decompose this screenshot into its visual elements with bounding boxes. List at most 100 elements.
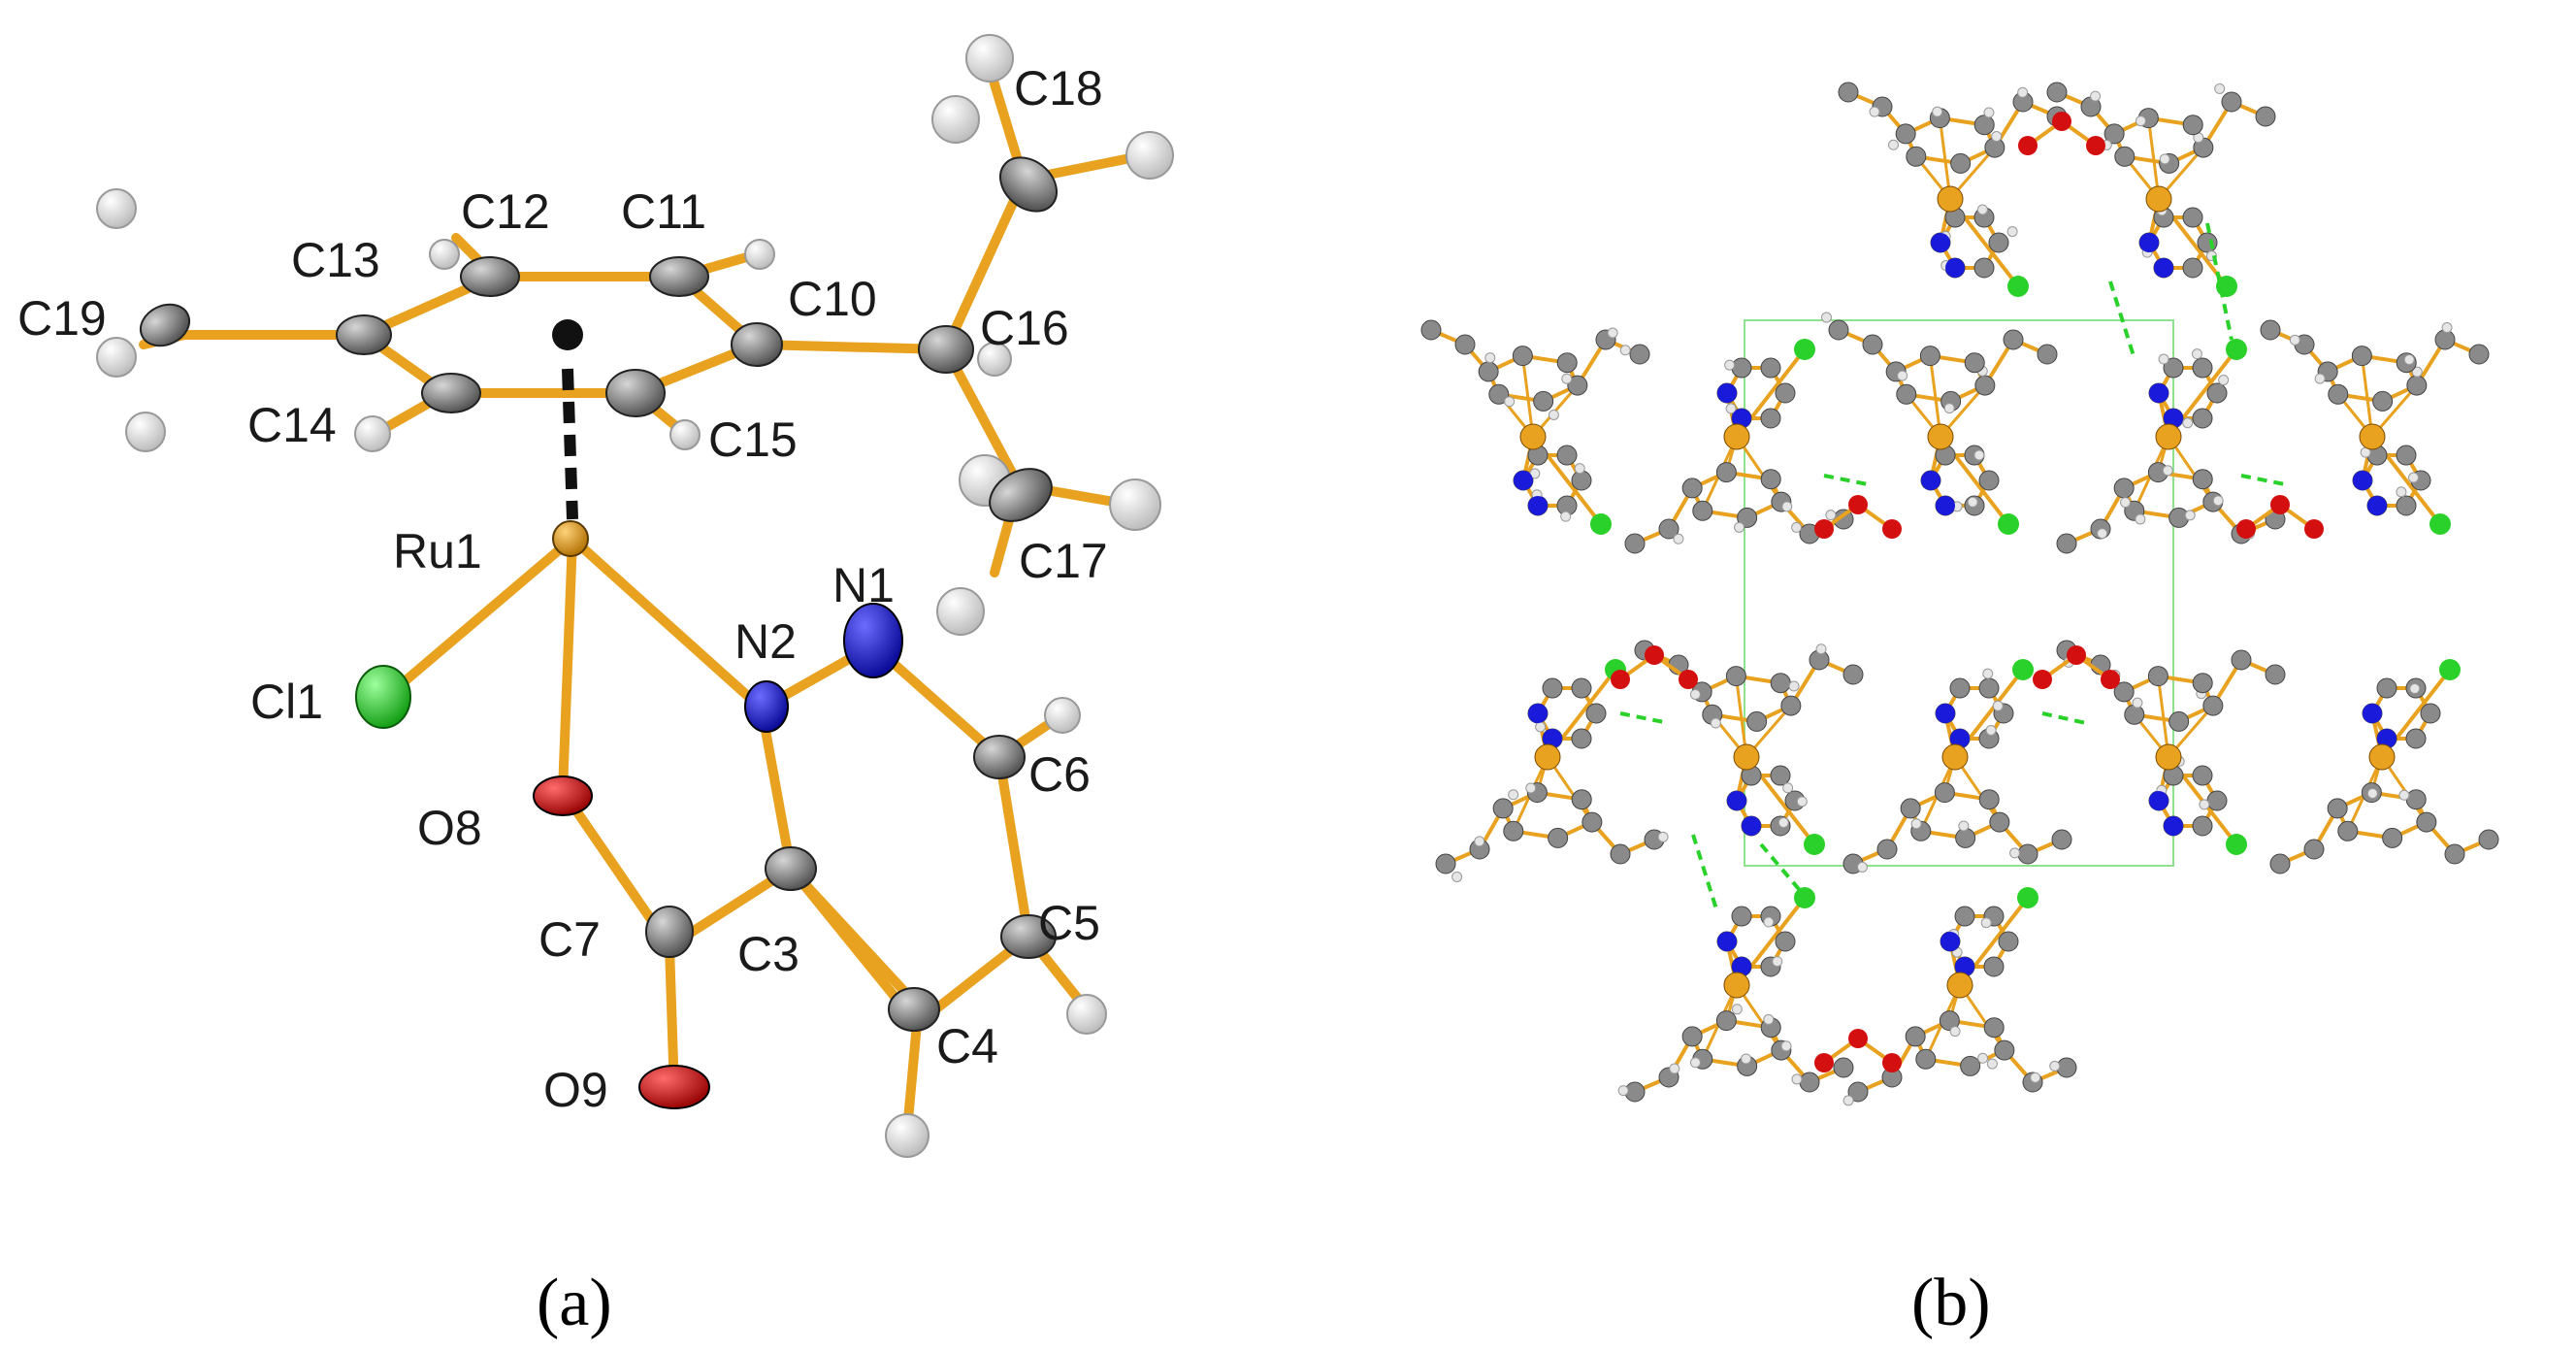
packing-carbon-atom xyxy=(1581,811,1603,833)
packing-hydrogen-atom xyxy=(2132,697,2143,709)
packing-bond xyxy=(1953,756,2002,823)
packing-carbon-atom xyxy=(1770,765,1791,786)
packing-carbon-atom xyxy=(1833,1057,1854,1078)
carbon-atom xyxy=(731,322,783,367)
packing-carbon-atom xyxy=(1492,798,1514,819)
packing-carbon-atom xyxy=(1629,344,1650,365)
packing-hydrogen-atom xyxy=(1820,312,1832,323)
packing-chlorine-atom xyxy=(2226,339,2247,360)
hydrogen-atom xyxy=(1125,131,1174,180)
packing-hydrogen-atom xyxy=(1772,956,1783,968)
hydrogen-atom xyxy=(885,1113,929,1158)
packing-chlorine-atom xyxy=(1804,834,1825,855)
packing-ruthenium-atom xyxy=(1534,743,1561,771)
packing-carbon-atom xyxy=(1770,673,1791,694)
packing-carbon-atom xyxy=(1533,390,1554,412)
packing-carbon-atom xyxy=(1906,146,1927,167)
packing-hydrogen-atom xyxy=(1474,836,1485,847)
packing-hydrogen-atom xyxy=(1725,403,1737,414)
packing-ruthenium-atom xyxy=(1927,423,1954,450)
packing-chlorine-atom xyxy=(1590,513,1612,535)
packing-carbon-atom xyxy=(2103,123,2125,145)
packing-hydrogen-atom xyxy=(1763,1013,1775,1025)
hydrogen-bonds xyxy=(1619,222,2291,913)
packing-hydrogen-atom xyxy=(1484,352,1496,364)
packing-carbon-atom xyxy=(2405,728,2427,749)
packing-carbon-atom xyxy=(1978,677,2000,699)
panel-label-a: (a) xyxy=(537,1266,612,1340)
packing-carbon-atom xyxy=(1737,507,1758,528)
packing-ruthenium-atom xyxy=(2155,743,2182,771)
packing-hydrogen-atom xyxy=(1669,1063,1680,1074)
packing-carbon-atom xyxy=(2221,91,2242,113)
packing-carbon-atom xyxy=(2405,789,2427,810)
packing-oxygen-atom xyxy=(2304,519,2324,539)
atom-label: C16 xyxy=(980,301,1069,355)
packing-carbon-atom xyxy=(2192,357,2213,379)
packing-carbon-atom xyxy=(2337,820,2359,841)
packing-hydrogen-atom xyxy=(1574,463,1585,475)
packing-carbon-atom xyxy=(1934,782,1955,804)
packing-hydrogen-atom xyxy=(1943,403,1955,414)
atom-label: C3 xyxy=(737,927,799,981)
packing-carbon-atom xyxy=(2114,146,2136,167)
packing-carbon-atom xyxy=(1905,1026,1926,1047)
packing-carbon-atom xyxy=(1731,357,1752,379)
packing-nitrogen-atom xyxy=(2353,471,2372,490)
nitrogen-atom xyxy=(843,603,903,678)
packing-oxygen-atom xyxy=(2101,670,2120,689)
packing-hydrogen-atom xyxy=(1825,510,1837,521)
packing-carbon-atom xyxy=(2163,357,2184,379)
packing-carbon-atom xyxy=(1978,470,2000,491)
packing-oxygen-atom xyxy=(2086,136,2105,155)
carbon-atom xyxy=(460,256,520,297)
packing-carbon-atom xyxy=(1876,839,1898,860)
hydrogen-atom xyxy=(669,419,701,450)
packing-molecules xyxy=(1420,82,2499,1106)
packing-nitrogen-atom xyxy=(1717,932,1737,951)
packing-carbon-atom xyxy=(2051,829,2072,850)
packing-carbon-atom xyxy=(1548,827,1569,848)
packing-nitrogen-atom xyxy=(2164,408,2183,428)
hydrogen-atom xyxy=(125,412,166,452)
packing-hydrogen-atom xyxy=(2214,82,2226,94)
atom-label: C4 xyxy=(936,1019,998,1073)
packing-hydrogen-atom xyxy=(1980,917,1992,929)
packing-hydrogen-atom xyxy=(2182,417,2194,429)
centroid-bond xyxy=(562,368,578,520)
packing-carbon-atom xyxy=(1731,906,1752,927)
packing-carbon-atom xyxy=(1973,115,1995,136)
packing-carbon-atom xyxy=(2327,798,2348,819)
packing-hydrogen-atom xyxy=(2441,322,2453,334)
packing-carbon-atom xyxy=(2147,666,2168,687)
packing-nitrogen-atom xyxy=(2164,815,2183,836)
packing-carbon-atom xyxy=(2182,257,2203,279)
packing-carbon-atom xyxy=(2382,827,2403,848)
packing-hydrogen-atom xyxy=(1734,521,1745,533)
packing-carbon-atom xyxy=(1571,470,1592,491)
packing-ruthenium-atom xyxy=(1723,972,1750,999)
packing-carbon-atom xyxy=(1658,518,1679,540)
packing-carbon-atom xyxy=(1775,382,1796,404)
packing-carbon-atom xyxy=(2113,478,2135,499)
packing-bond xyxy=(2146,117,2161,200)
packing-hydrogen-atom xyxy=(1949,1026,1961,1038)
packing-carbon-atom xyxy=(1955,827,1976,848)
packing-carbon-atom xyxy=(1571,789,1592,810)
packing-hydrogen-atom xyxy=(1781,501,1793,512)
carbon-atom xyxy=(989,468,1053,522)
packing-carbon-atom xyxy=(2182,115,2203,136)
packing-carbon-atom xyxy=(1862,334,1883,355)
packing-nitrogen-atom xyxy=(2149,383,2168,403)
packing-carbon-atom xyxy=(1715,462,1737,483)
hydrogen-atom xyxy=(744,239,775,270)
packing-nitrogen-atom xyxy=(1921,471,1940,490)
packing-nitrogen-atom xyxy=(1732,408,1751,428)
packing-hydrogen-atom xyxy=(1796,796,1808,808)
packing-ruthenium-atom xyxy=(1519,423,1547,450)
packing-hydrogen-atom xyxy=(1619,345,1631,356)
packing-hydrogen-atom xyxy=(1607,327,1618,339)
packing-carbon-atom xyxy=(1799,1072,1820,1093)
packing-chlorine-atom xyxy=(1794,339,1815,360)
hydrogen-atom xyxy=(429,239,460,270)
